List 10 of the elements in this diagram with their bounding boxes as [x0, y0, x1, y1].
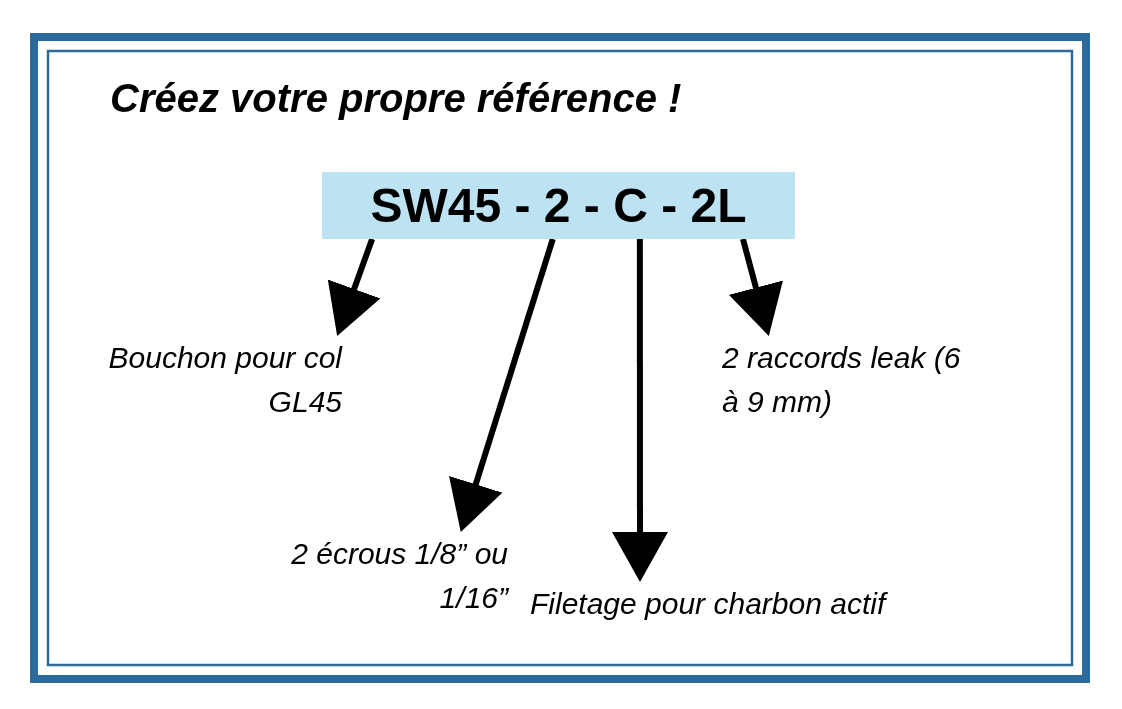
arrow	[449, 238, 556, 532]
reference-code-box: SW45 - 2 - C - 2L	[322, 172, 795, 239]
description-text: 2 écrous 1/8” ou 1/16”	[290, 536, 508, 616]
description-text: Filetage pour charbon actif	[530, 586, 889, 622]
description-text: Bouchon pour col GL45	[107, 340, 342, 420]
arrow	[612, 239, 668, 582]
arrow	[728, 238, 783, 336]
title: Créez votre propre référence !	[110, 76, 682, 121]
arrow	[327, 238, 381, 336]
description-text: 2 raccords leak (6 à 9 mm)	[722, 340, 962, 420]
